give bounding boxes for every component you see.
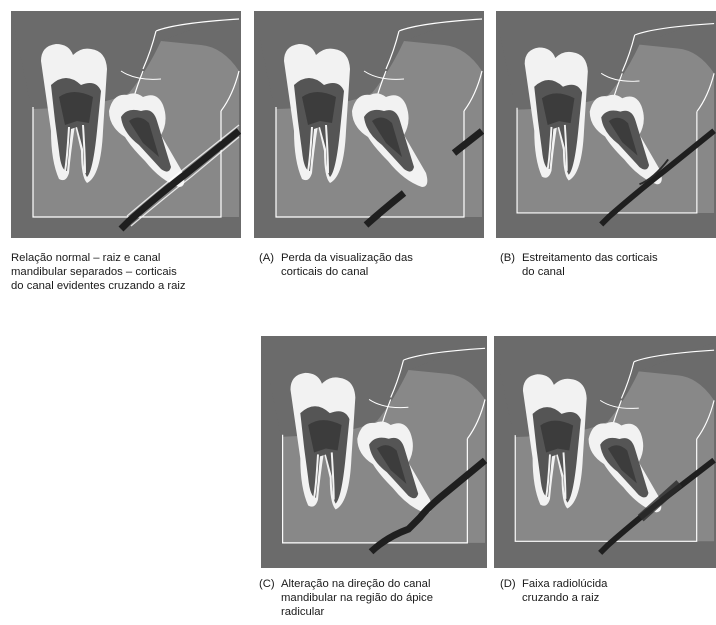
panel-d (494, 336, 716, 568)
caption-a: (A) Perda da visualização das corticais … (259, 251, 413, 279)
panel-c (261, 336, 487, 568)
radiolucent-band-illustration (494, 336, 716, 568)
panel-normal (11, 11, 241, 238)
caption-normal-line3: do canal evidentes cruzando a raiz (11, 279, 186, 293)
caption-a-line1: Perda da visualização das (281, 251, 413, 265)
caption-b-line1: Estreitamento das corticais (522, 251, 658, 265)
caption-d: (D) Faixa radiolúcida cruzando a raiz (500, 577, 607, 605)
panel-b (496, 11, 716, 238)
caption-c-line2: mandibular na região do ápice (281, 591, 433, 605)
caption-d-line1: Faixa radiolúcida (522, 577, 607, 591)
caption-normal-line2: mandibular separados – corticais (11, 265, 186, 279)
caption-b-line2: do canal (522, 265, 658, 279)
caption-normal-line1: Relação normal – raiz e canal (11, 251, 186, 265)
caption-c-prefix: (C) (259, 577, 281, 619)
panel-a (254, 11, 484, 238)
caption-a-line2: corticais do canal (281, 265, 413, 279)
caption-a-prefix: (A) (259, 251, 281, 279)
caption-b-prefix: (B) (500, 251, 522, 279)
caption-d-prefix: (D) (500, 577, 522, 605)
caption-c: (C) Alteração na direção do canal mandib… (259, 577, 433, 619)
caption-d-line2: cruzando a raiz (522, 591, 607, 605)
canal-narrowing-illustration (496, 11, 716, 238)
caption-normal: Relação normal – raiz e canal mandibular… (11, 251, 186, 293)
caption-b: (B) Estreitamento das corticais do canal (500, 251, 658, 279)
normal-relation-illustration (11, 11, 241, 238)
loss-of-cortical-illustration (254, 11, 484, 238)
caption-c-line3: radicular (281, 605, 433, 619)
canal-direction-change-illustration (261, 336, 487, 568)
caption-c-line1: Alteração na direção do canal (281, 577, 433, 591)
